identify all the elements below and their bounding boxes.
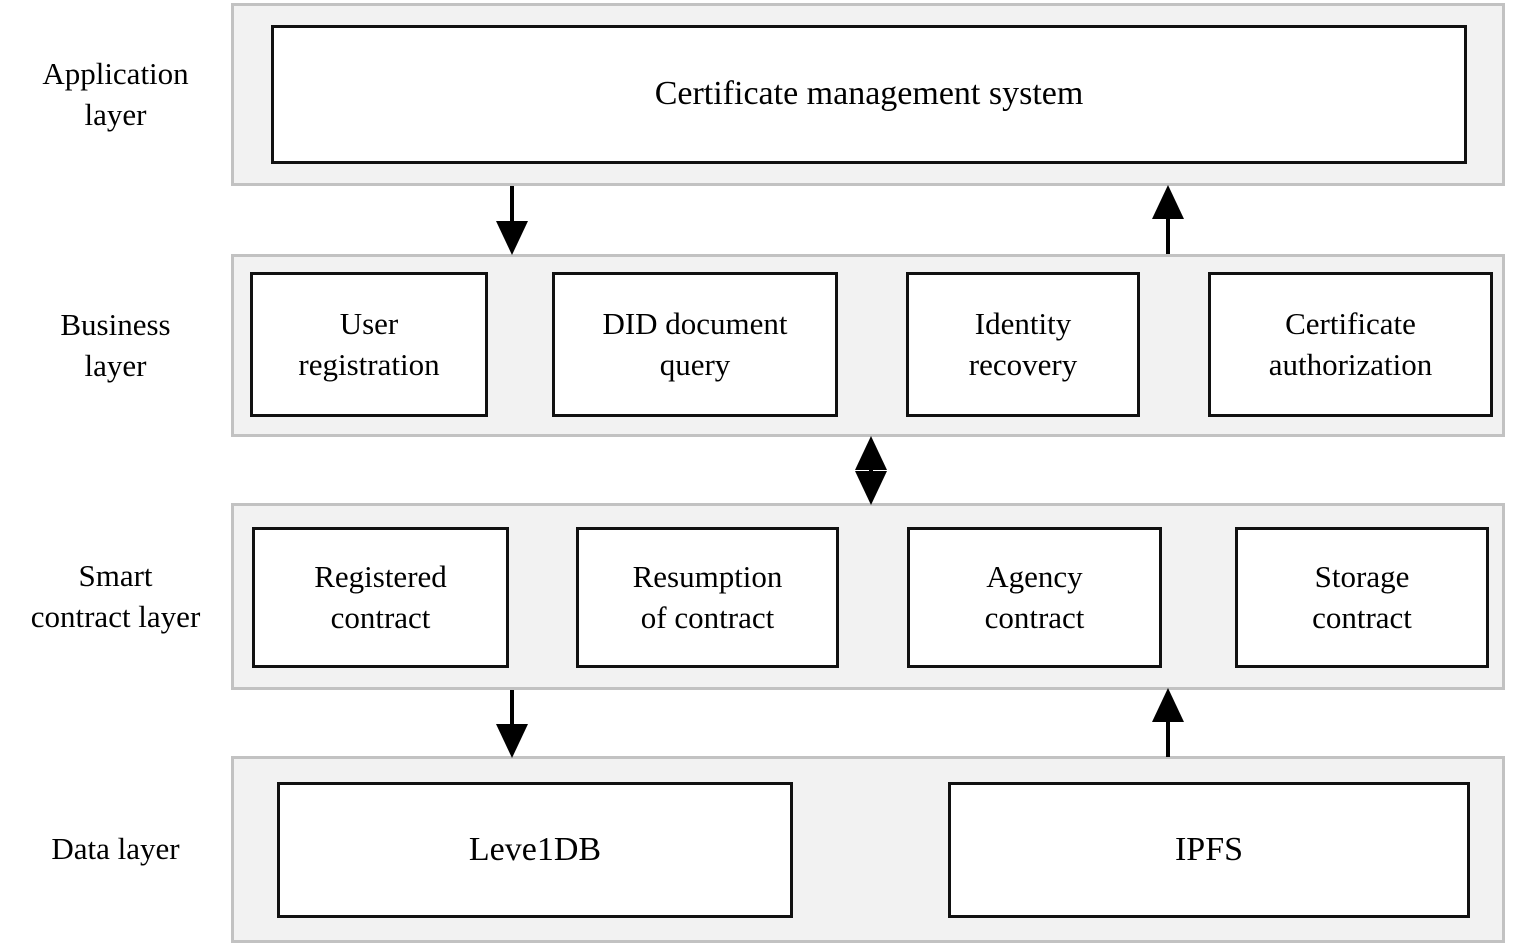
node-identity-recovery[interactable]: Identity recovery xyxy=(906,272,1140,417)
node-agency-contract[interactable]: Agency contract xyxy=(907,527,1162,668)
node-user-registration[interactable]: User registration xyxy=(250,272,488,417)
node-did-document-query[interactable]: DID document query xyxy=(552,272,838,417)
layer-label-application: Application layer xyxy=(42,56,189,132)
application-to-business-arrow xyxy=(496,186,528,255)
layer-label-data: Data layer xyxy=(51,831,180,867)
data-to-smart-contract-arrow xyxy=(1152,688,1184,757)
smart-contract-to-data-arrow xyxy=(496,690,528,758)
node-certificate-management-system[interactable]: Certificate management system xyxy=(271,25,1467,164)
layer-label-business: Business layer xyxy=(60,307,171,383)
layer-label-smart-contract: Smart contract layer xyxy=(30,558,201,634)
node-storage-contract[interactable]: Storage contract xyxy=(1235,527,1489,668)
business-to-application-arrow xyxy=(1152,185,1184,254)
node-certificate-authorization[interactable]: Certificate authorization xyxy=(1208,272,1493,417)
node-resumption-of-contract[interactable]: Resumption of contract xyxy=(576,527,839,668)
node-ipfs[interactable]: IPFS xyxy=(948,782,1470,918)
node-registered-contract[interactable]: Registered contract xyxy=(252,527,509,668)
node-leveldb[interactable]: Leve1DB xyxy=(277,782,793,918)
business-smart-contract-arrow xyxy=(855,436,887,505)
